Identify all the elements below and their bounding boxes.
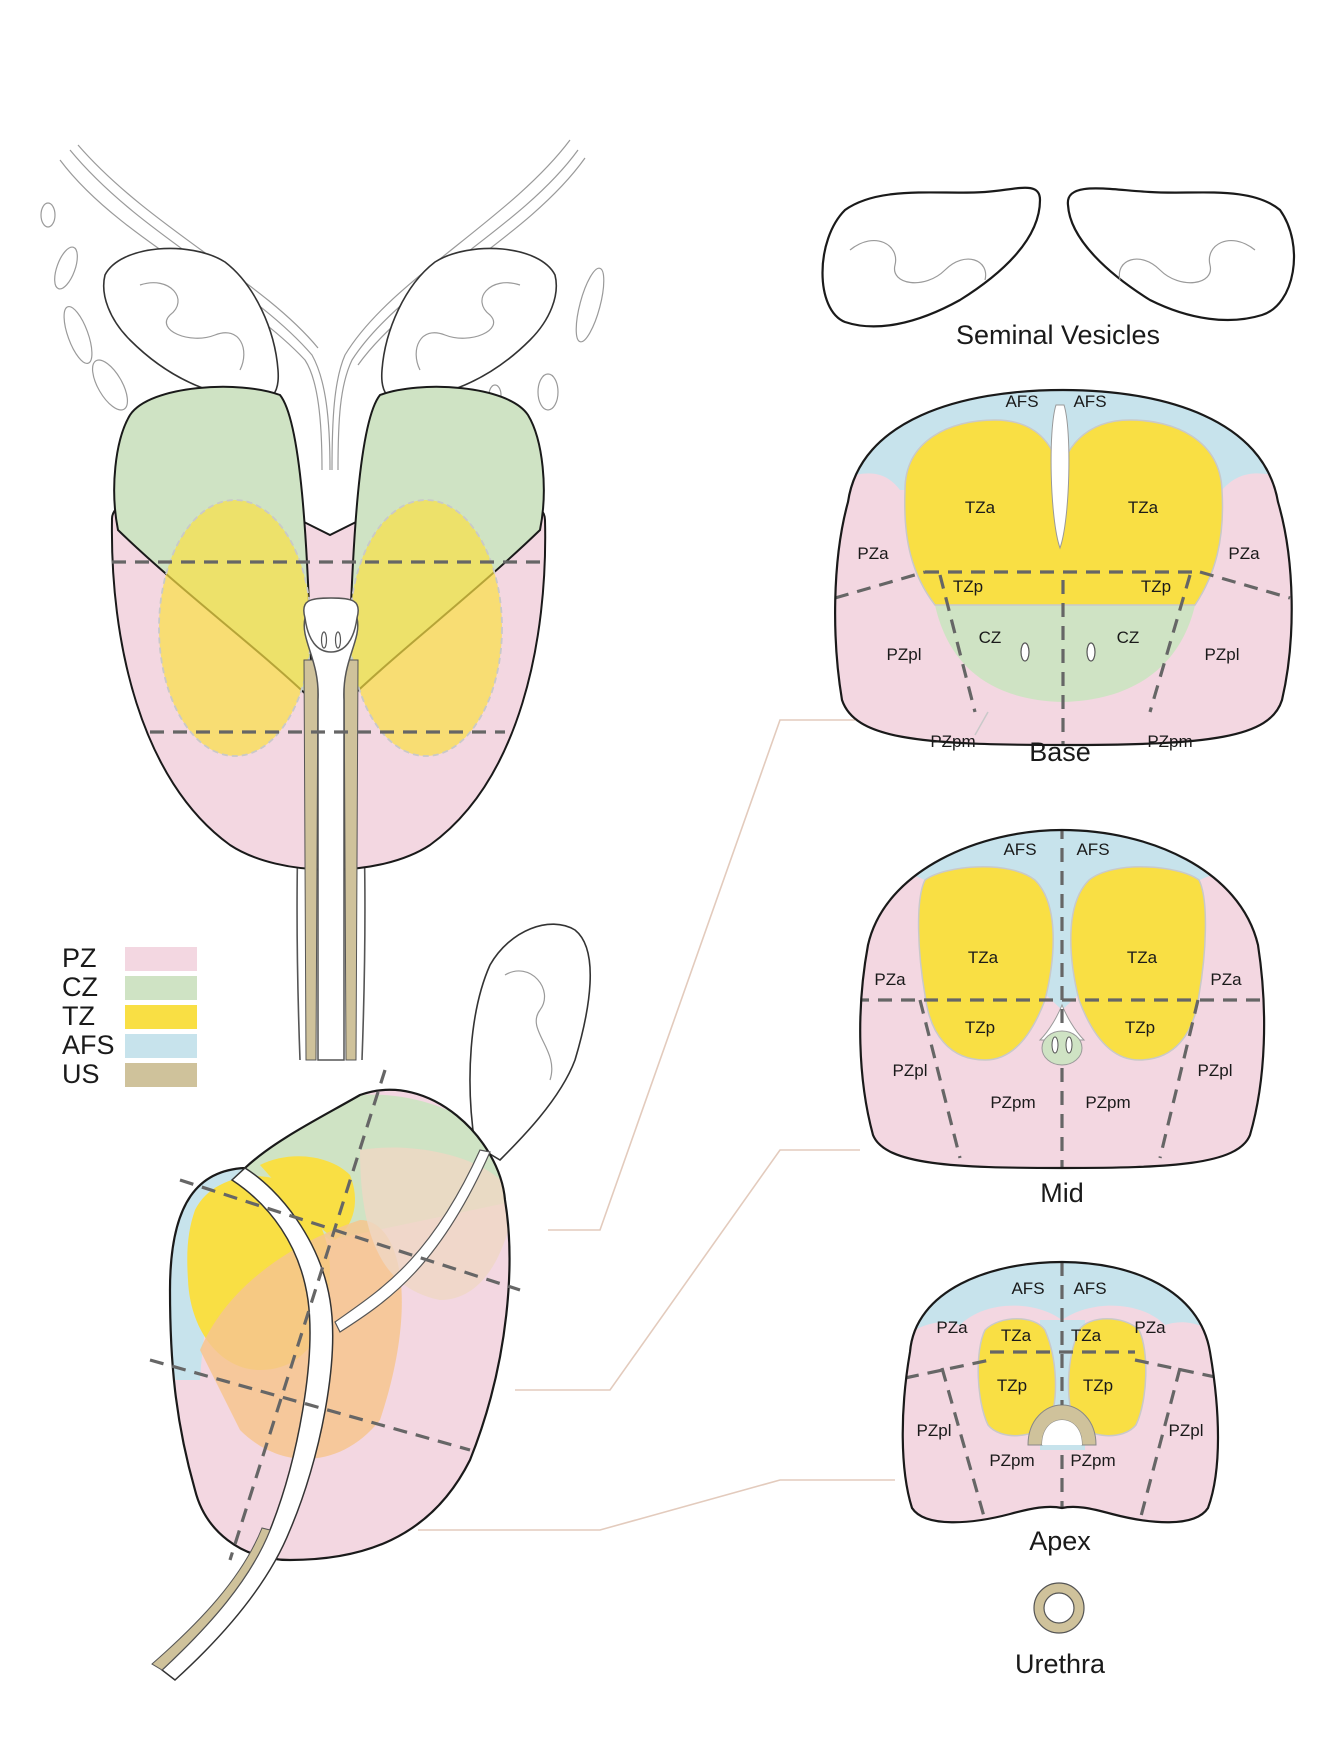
sagittal-urethral-stroma <box>151 1527 271 1671</box>
apex-tzp-right: TZp <box>1083 1376 1113 1395</box>
sagittal-pz-posterior <box>360 1147 510 1300</box>
apex-afs-right: AFS <box>1073 1279 1106 1298</box>
legend-label-tz: TZ <box>62 1001 95 1031</box>
mid-pza-right: PZa <box>1210 970 1242 989</box>
mid-afs-left: AFS <box>1003 840 1036 859</box>
coronal-view <box>40 139 605 1061</box>
mid-afs-right: AFS <box>1076 840 1109 859</box>
coronal-tz-left <box>158 499 312 757</box>
sagittal-ejaculatory-duct <box>334 1149 491 1333</box>
base-cz <box>935 605 1195 702</box>
mid-tz-left <box>917 866 1054 1061</box>
urethra-ring <box>1034 1583 1084 1633</box>
mid-section: AFS AFS TZa TZa PZa PZa TZp TZp PZpl PZp… <box>859 828 1266 1208</box>
sv-left <box>821 186 1042 328</box>
apex-pzpl-right: PZpl <box>1169 1421 1204 1440</box>
mid-tzp-right: TZp <box>1125 1018 1155 1037</box>
title-seminal-vesicles: Seminal Vesicles <box>956 320 1160 350</box>
legend-swatch-tz <box>125 1005 197 1029</box>
coronal-urethral-stroma-right <box>343 659 359 1061</box>
base-tza-right: TZa <box>1128 498 1159 517</box>
base-afs-right: AFS <box>1073 392 1106 411</box>
base-tzp-right: TZp <box>1141 577 1171 596</box>
base-afs-left: AFS <box>1005 392 1038 411</box>
mid-pzpl-left: PZpl <box>893 1061 928 1080</box>
base-pza-left: PZa <box>857 544 889 563</box>
mid-tza-left: TZa <box>968 948 999 967</box>
apex-pzpl-left: PZpl <box>917 1421 952 1440</box>
mid-pzpm-right: PZpm <box>1085 1093 1130 1112</box>
title-mid: Mid <box>1040 1178 1084 1208</box>
sagittal-tz-upper <box>260 1156 355 1240</box>
apex-pza-left: PZa <box>936 1318 968 1337</box>
sv-right <box>1066 187 1295 322</box>
legend-label-us: US <box>62 1059 100 1089</box>
legend-swatch-us <box>125 1063 197 1087</box>
leader-lines <box>418 719 895 1531</box>
coronal-seminal-vesicles <box>103 247 557 402</box>
sagittal-base-line <box>179 1178 521 1292</box>
legend-label-afs: AFS <box>62 1030 115 1060</box>
sagittal-mid-line <box>149 1358 471 1452</box>
title-urethra: Urethra <box>1015 1649 1106 1679</box>
mid-pzpm-left: PZpm <box>990 1093 1035 1112</box>
title-base: Base <box>1029 737 1091 767</box>
urethra-section: Urethra <box>1015 1582 1106 1679</box>
sagittal-view <box>149 923 591 1681</box>
legend-label-cz: CZ <box>62 972 98 1002</box>
coronal-tz-right <box>349 499 503 757</box>
apex-afs-left: AFS <box>1011 1279 1044 1298</box>
base-tza-left: TZa <box>965 498 996 517</box>
legend-label-pz: PZ <box>62 943 97 973</box>
legend-swatch-afs <box>125 1034 197 1058</box>
base-afs-cleft <box>1050 404 1070 550</box>
sagittal-vertical-line-1 <box>228 1069 387 1561</box>
apex-tza-right: TZa <box>1071 1326 1102 1345</box>
sagittal-seminal-vesicle <box>469 923 591 1162</box>
base-tzp-left: TZp <box>953 577 983 596</box>
title-apex: Apex <box>1029 1526 1091 1556</box>
mid-tzp-left: TZp <box>965 1018 995 1037</box>
apex-pzpm-left: PZpm <box>989 1451 1034 1470</box>
legend-swatch-pz <box>125 947 197 971</box>
apex-tzp-left: TZp <box>997 1376 1027 1395</box>
apex-section: AFS AFS PZa PZa TZa TZa TZp TZp PZpl PZp… <box>901 1260 1220 1556</box>
base-cz-right: CZ <box>1117 628 1140 647</box>
coronal-urethra <box>303 617 359 1061</box>
coronal-verumontanum <box>303 597 359 653</box>
sagittal-outline <box>168 1088 511 1562</box>
apex-pzpm-right: PZpm <box>1070 1451 1115 1470</box>
apex-pza-right: PZa <box>1134 1318 1166 1337</box>
coronal-urethral-stroma-left <box>303 659 319 1061</box>
mid-tz-right <box>1070 866 1207 1061</box>
base-pzpm-left: PZpm <box>930 732 975 751</box>
mid-tza-right: TZa <box>1127 948 1158 967</box>
apex-tza-left: TZa <box>1001 1326 1032 1345</box>
base-pzpl-left: PZpl <box>887 645 922 664</box>
axial-seminal-vesicles: Seminal Vesicles <box>821 186 1295 350</box>
mid-pza-left: PZa <box>874 970 906 989</box>
base-pzpm-right: PZpm <box>1147 732 1192 751</box>
mid-pzpl-right: PZpl <box>1198 1061 1233 1080</box>
base-section: AFS AFS TZa TZa PZa PZa TZp TZp CZ CZ PZ… <box>834 388 1293 767</box>
base-pzpl-right: PZpl <box>1205 645 1240 664</box>
legend-swatch-cz <box>125 976 197 1000</box>
base-cz-left: CZ <box>979 628 1002 647</box>
mid-verumontanum <box>1041 1030 1083 1066</box>
base-pza-right: PZa <box>1228 544 1260 563</box>
